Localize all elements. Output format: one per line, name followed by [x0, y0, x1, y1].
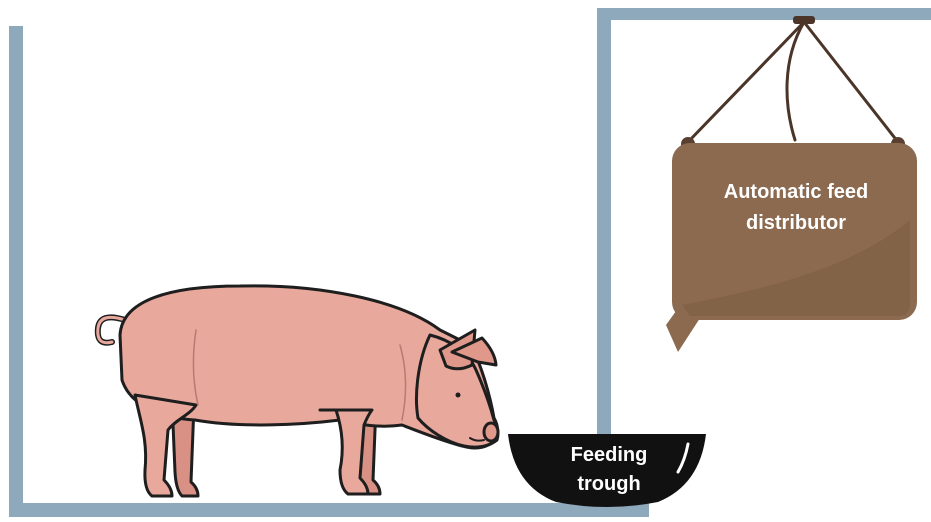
- trough-label-line1: Feeding: [571, 444, 648, 466]
- hanging-hook: [793, 16, 815, 24]
- distributor-shade: [682, 220, 910, 316]
- trough-highlight: [676, 442, 690, 474]
- pig-illustration: [94, 284, 500, 498]
- trough-bowl-icon: [508, 434, 706, 507]
- pig-head: [415, 333, 500, 449]
- pig-snout: [482, 421, 500, 443]
- top-right-wall: [597, 8, 931, 20]
- distributor-label-line2: distributor: [746, 212, 846, 234]
- trough-label-line2: trough: [577, 473, 640, 495]
- pen-walls: [9, 8, 931, 517]
- pig-near-front-leg: [318, 408, 374, 496]
- pig-far-rear-leg: [170, 398, 200, 498]
- left-wall: [9, 26, 23, 516]
- divider-wall: [597, 8, 611, 440]
- feed-distributor: Automatic feed distributor: [666, 16, 917, 352]
- feeding-trough: Feeding trough: [508, 434, 706, 507]
- floor: [9, 503, 649, 517]
- pig-mouth: [469, 437, 485, 442]
- pig-eye: [455, 392, 461, 398]
- distributor-ropes-icon: [686, 20, 900, 144]
- pig-near-rear-leg: [133, 393, 198, 498]
- distributor-label-line1: Automatic feed: [724, 181, 868, 203]
